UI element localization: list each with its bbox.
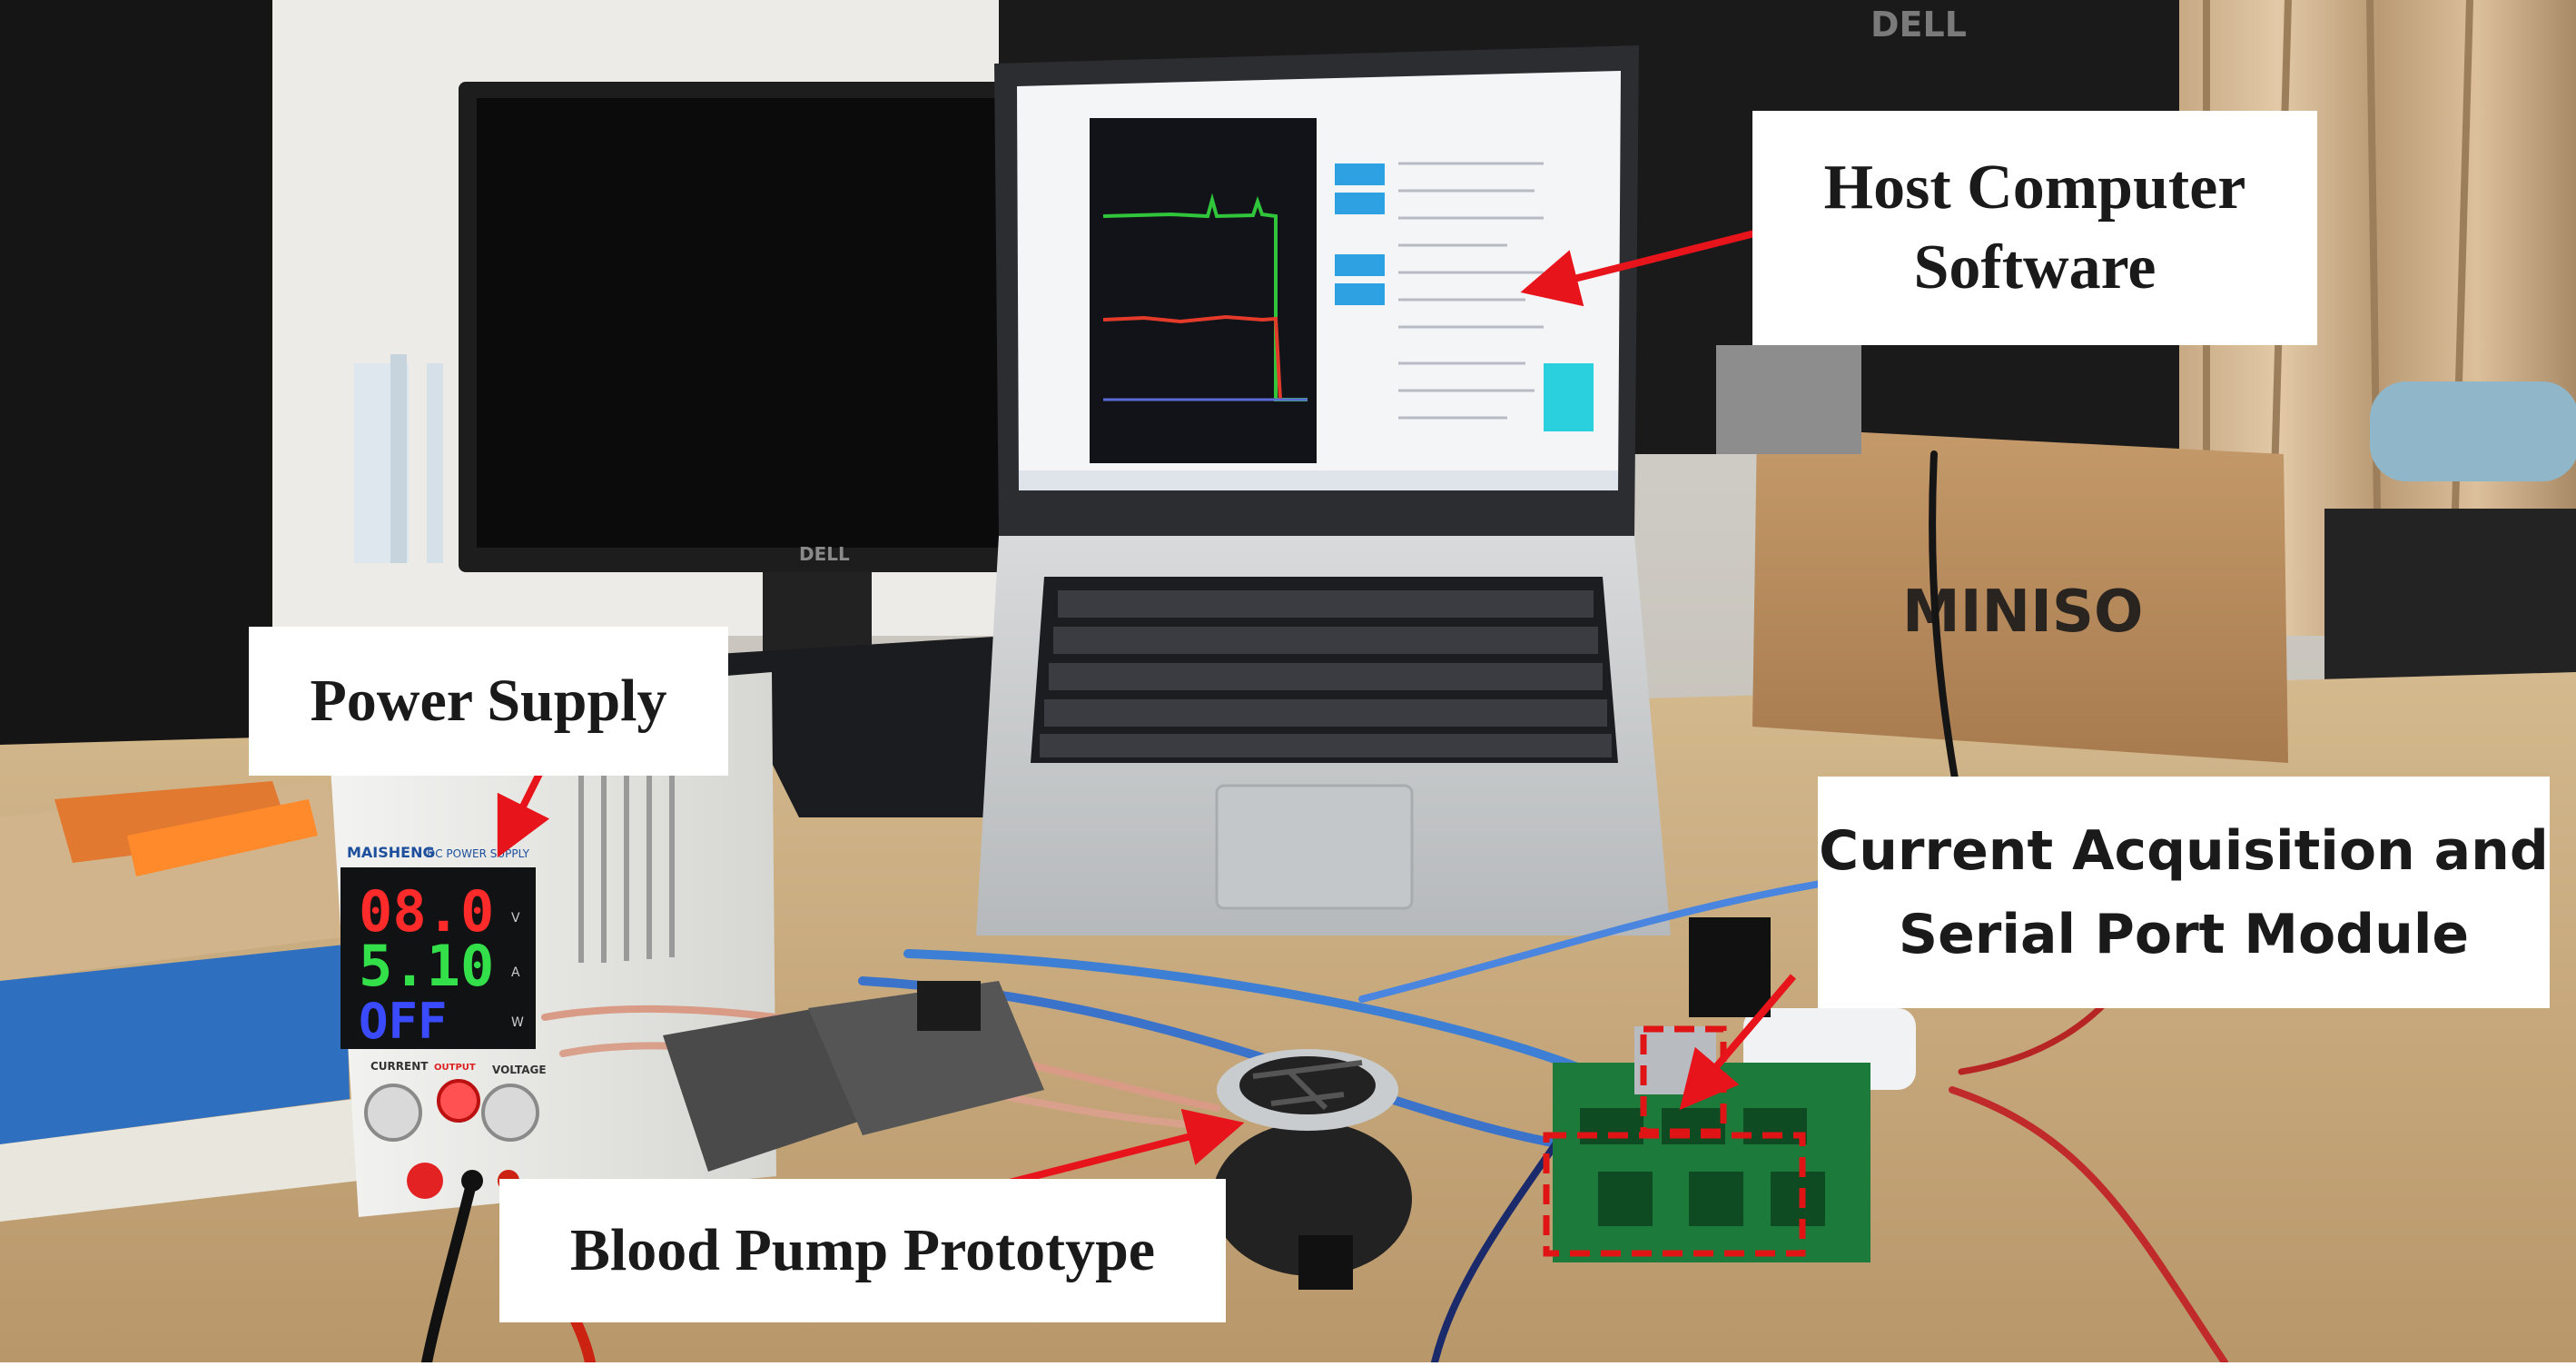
miniso-logo: MINISO [1902,579,2143,646]
label-acq-line-1: Current Acquisition and [1819,818,2549,883]
psu-power-switch [407,1163,443,1199]
psu-output-button [437,1079,480,1123]
label-power-supply: Power Supply [249,627,728,776]
psu-voltage-readout: 08.0 [359,878,494,945]
svg-text:A: A [511,965,520,980]
label-blood-pump-prototype: Blood Pump Prototype [499,1179,1226,1322]
plot-window [1090,118,1317,463]
label-host-line-1: Host Computer [1823,153,2246,223]
left-monitor-logo: DELL [799,543,850,565]
label-blood-pump-text: Blood Pump Prototype [569,1217,1156,1283]
external-keyboard [717,636,1008,817]
plot-red-trace [1102,314,1282,401]
blue-binders [0,945,350,1144]
svg-text:VOLTAGE: VOLTAGE [492,1064,547,1076]
psu-voltage-knob [481,1084,539,1142]
screen-cyan-panel [1544,363,1594,431]
terminal-block [917,981,981,1031]
back-monitor-logo: DELL [1870,5,1967,45]
pump-housing [1212,1122,1412,1276]
svg-text:CURRENT: CURRENT [370,1060,429,1073]
psu-power-readout: OFF [359,993,448,1050]
svg-text:V: V [511,911,520,926]
plot-green-trace [1102,193,1308,401]
arrow-acquisition-module [1679,974,1797,1111]
psu-brand: MAISHENG [347,844,435,861]
svg-text:W: W [511,1015,524,1030]
svg-text:OUTPUT: OUTPUT [434,1063,476,1073]
gray-device [1716,345,1861,454]
miniso-box [1752,427,2288,763]
pump-impeller [1239,1056,1376,1114]
left-monitor-screen [477,98,1003,548]
psu-current-readout: 5.10 [359,933,494,999]
label-current-acquisition: Current Acquisition and Serial Port Modu… [1818,777,2550,1008]
power-supply-body [327,672,776,1217]
pump-outlet [1298,1235,1353,1290]
label-acq-line-2: Serial Port Module [1898,902,2470,966]
label-power-supply-text: Power Supply [310,668,667,734]
psu-lcd [341,867,536,1049]
transformer-2 [808,981,1044,1135]
label-host-line-2: Software [1913,233,2157,302]
psu-current-knob [364,1084,422,1142]
highlight-current-module [1543,1132,1806,1257]
arrow-host-software [1520,228,1762,307]
laptop-trackpad [1215,784,1414,910]
transformer-1 [663,1008,872,1172]
blue-pillow [2370,381,2576,481]
svg-text:DC POWER SUPPLY: DC POWER SUPPLY [427,847,530,860]
label-host-computer-software: Host Computer Software [1752,111,2317,345]
